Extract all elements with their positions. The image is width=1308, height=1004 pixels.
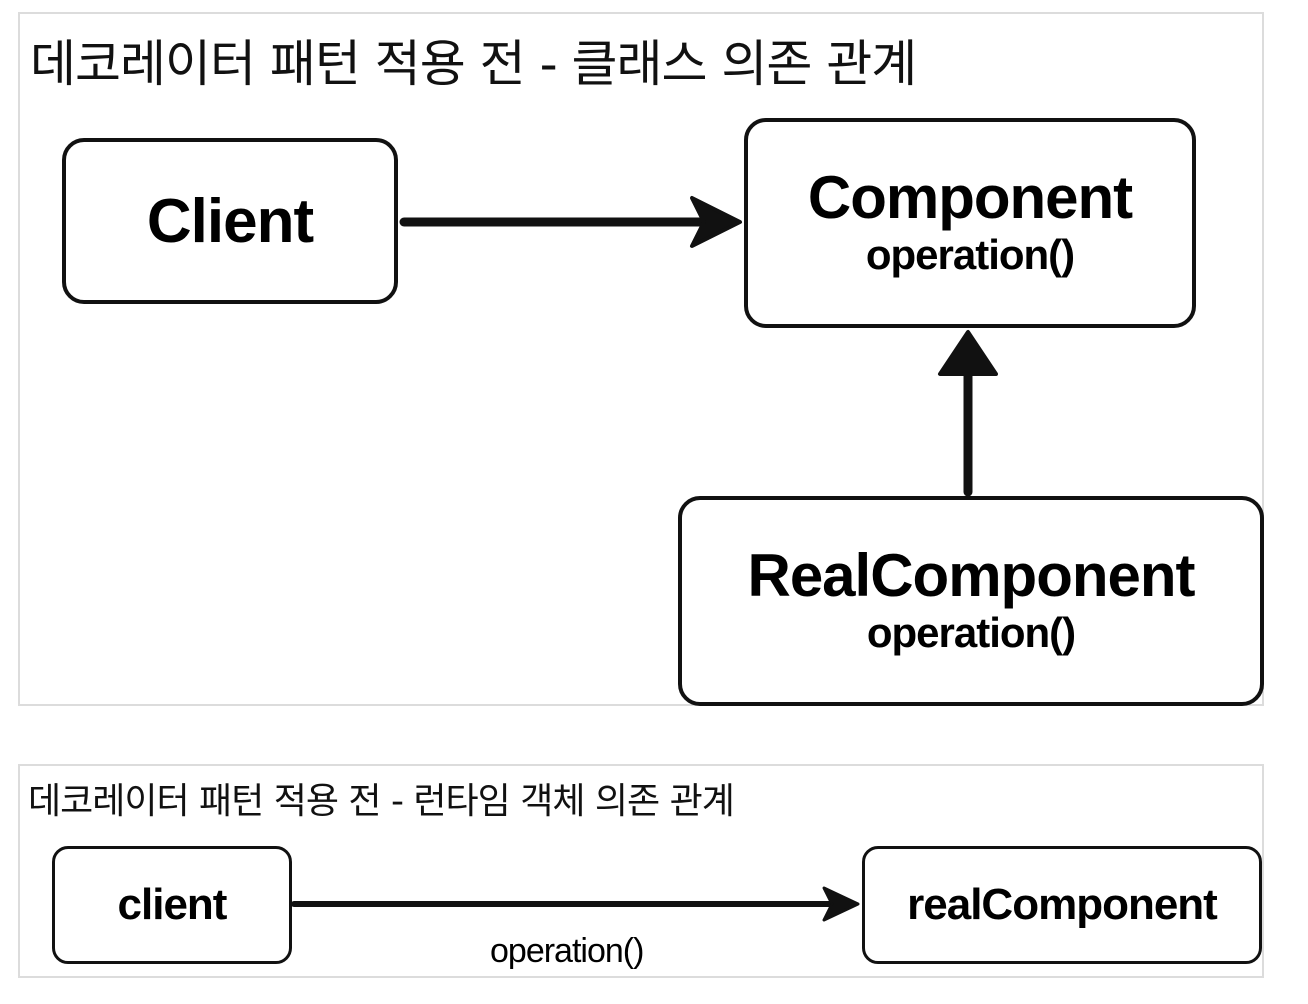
component-class-box: Component operation() — [744, 118, 1196, 328]
realcomponent-method: operation() — [866, 609, 1076, 656]
runtime-dependency-title: 데코레이터 패턴 적용 전 - 런타임 객체 의존 관계 — [28, 781, 735, 822]
component-method: operation() — [865, 231, 1075, 278]
realcomponent-object-box: realComponent — [862, 846, 1262, 964]
client-object-name: client — [117, 880, 228, 929]
operation-call-label: operation() — [490, 932, 644, 970]
class-dependency-title: 데코레이터 패턴 적용 전 - 클래스 의존 관계 — [30, 35, 917, 93]
client-class-name: Client — [146, 186, 314, 256]
arrow-realcomponent-to-component — [938, 330, 998, 497]
client-object-box: client — [52, 846, 292, 964]
realcomponent-class-box: RealComponent operation() — [678, 496, 1264, 706]
component-class-name: Component — [807, 164, 1133, 231]
arrow-client-to-realcomponent — [291, 886, 860, 922]
class-dependency-panel: 데코레이터 패턴 적용 전 - 클래스 의존 관계 Client Compone… — [18, 12, 1264, 706]
runtime-dependency-panel: 데코레이터 패턴 적용 전 - 런타임 객체 의존 관계 client real… — [18, 764, 1264, 978]
runtime-dependency-arrows — [291, 886, 860, 922]
class-dependency-arrows — [399, 196, 998, 497]
realcomponent-class-name: RealComponent — [747, 542, 1195, 609]
realcomponent-object-name: realComponent — [907, 880, 1218, 929]
arrow-client-to-component — [399, 196, 742, 248]
client-class-box: Client — [62, 138, 398, 304]
